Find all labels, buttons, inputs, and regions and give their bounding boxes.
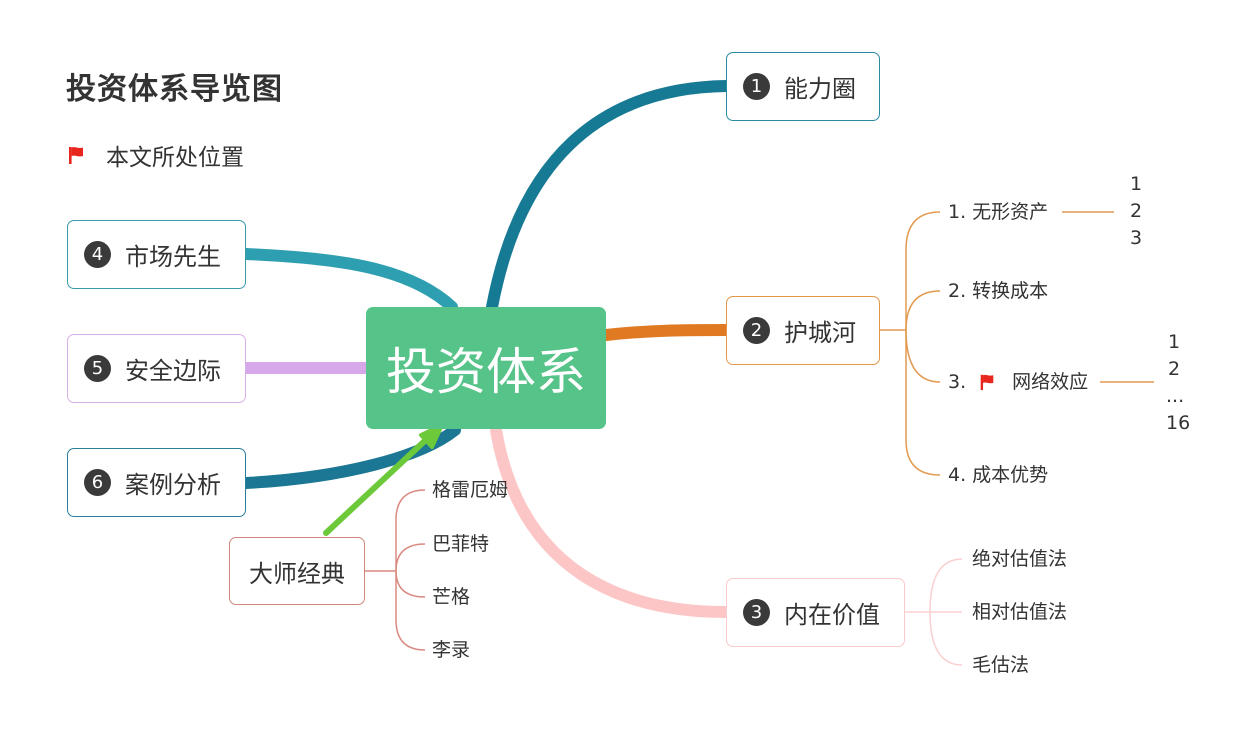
number-badge-icon: 3 [743, 599, 770, 626]
masters-sub-links [365, 489, 426, 651]
link-mr-market [240, 248, 458, 313]
moat-item-1-child[interactable]: 2 [1130, 200, 1143, 222]
link-capability [486, 80, 732, 313]
moat-sub-links [880, 211, 1154, 476]
branch-label: 安全边际 [125, 357, 221, 385]
number-badge-icon: 1 [743, 73, 770, 100]
branch-intrinsic-value[interactable]: 3 内在价值 [726, 578, 905, 647]
moat-item-3-child[interactable]: 2 [1168, 358, 1181, 380]
value-item-relative-valuation[interactable]: 相对估值法 [972, 601, 1068, 623]
masters-classics-node[interactable]: 大师经典 [229, 537, 365, 605]
legend: 本文所处位置 [66, 138, 244, 172]
moat-item-3-child[interactable]: ... [1166, 385, 1185, 407]
moat-item-intangible-assets[interactable]: 1. 无形资产 [948, 201, 1049, 223]
moat-item-3-child[interactable]: 16 [1166, 412, 1191, 434]
master-item-li-lu[interactable]: 李录 [432, 639, 471, 661]
link-moat [600, 324, 732, 341]
master-item-graham[interactable]: 格雷厄姆 [432, 479, 509, 501]
value-item-absolute-valuation[interactable]: 绝对估值法 [972, 548, 1068, 570]
moat-item-switching-cost[interactable]: 2. 转换成本 [948, 280, 1049, 302]
moat-item-label: 网络效应 [1012, 371, 1089, 393]
moat-item-network-effect[interactable]: 3. 网络效应 [948, 371, 1088, 393]
link-intrinsic-value [490, 424, 732, 618]
branch-mr-market[interactable]: 4 市场先生 [67, 220, 246, 289]
masters-label: 大师经典 [249, 559, 345, 588]
page-title: 投资体系导览图 [66, 72, 283, 107]
moat-item-1-child[interactable]: 3 [1130, 227, 1143, 249]
red-flag-icon [69, 147, 83, 164]
master-item-munger[interactable]: 芒格 [432, 586, 471, 608]
value-item-rough-estimate[interactable]: 毛估法 [972, 654, 1030, 676]
branch-label: 市场先生 [125, 243, 221, 271]
center-topic-label: 投资体系 [386, 343, 586, 401]
branch-capability-circle[interactable]: 1 能力圈 [726, 52, 880, 121]
masters-arrow-head [419, 423, 444, 449]
branch-label: 内在价值 [784, 601, 880, 629]
red-flag-icon [980, 374, 994, 391]
moat-item-prefix: 3. [948, 371, 967, 393]
number-badge-icon: 6 [84, 469, 111, 496]
moat-item-cost-advantage[interactable]: 4. 成本优势 [948, 464, 1049, 486]
branch-label: 护城河 [784, 319, 856, 347]
number-badge-icon: 5 [84, 355, 111, 382]
branch-label: 案例分析 [125, 471, 221, 499]
number-badge-icon: 2 [743, 317, 770, 344]
center-topic[interactable]: 投资体系 [366, 307, 606, 429]
number-badge-icon: 4 [84, 241, 111, 268]
master-item-buffett[interactable]: 巴菲特 [432, 533, 490, 555]
masters-arrow-shaft [323, 433, 433, 536]
branch-moat[interactable]: 2 护城河 [726, 296, 880, 365]
moat-item-3-child[interactable]: 1 [1168, 331, 1181, 353]
legend-label: 本文所处位置 [106, 145, 244, 171]
link-case-study [240, 424, 461, 489]
moat-item-1-child[interactable]: 1 [1130, 173, 1143, 195]
branch-margin-of-safety[interactable]: 5 安全边际 [67, 334, 246, 403]
branch-case-study[interactable]: 6 案例分析 [67, 448, 246, 517]
branch-label: 能力圈 [784, 75, 856, 103]
value-sub-links [905, 558, 963, 666]
